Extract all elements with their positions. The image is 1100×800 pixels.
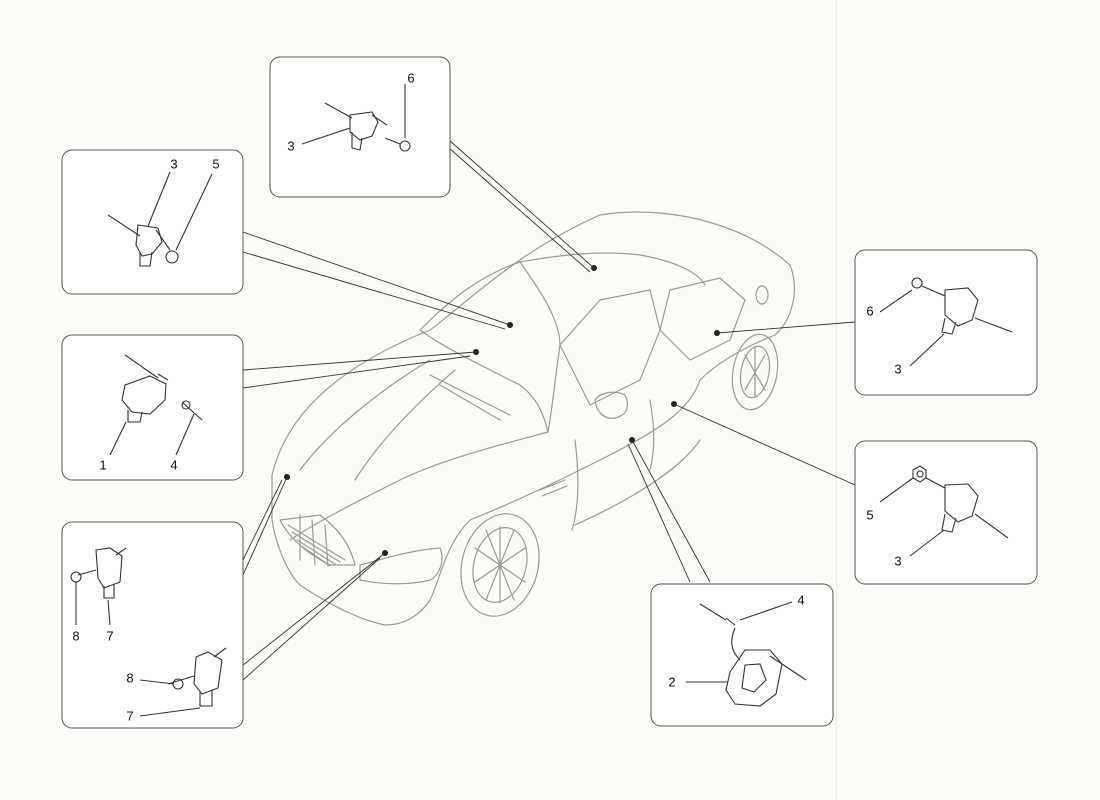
callout-right-lower-2: 2 — [668, 674, 676, 690]
detail-box-right-upper — [854, 249, 1038, 396]
detail-box-left-middle — [61, 334, 244, 481]
callout-left-middle-4: 4 — [170, 457, 178, 473]
callout-top-3: 3 — [287, 138, 295, 154]
detail-box-top-roof — [269, 56, 451, 198]
callout-top-6: 6 — [407, 70, 415, 86]
callout-left-middle-1: 1 — [99, 457, 107, 473]
leader-lines — [242, 139, 856, 681]
callout-left-upper-5: 5 — [212, 156, 220, 172]
callout-right-middle-3: 3 — [894, 553, 902, 569]
callout-right-middle-5: 5 — [866, 507, 874, 523]
callout-left-lower-7a: 7 — [106, 628, 114, 644]
callout-right-upper-6: 6 — [866, 303, 874, 319]
callout-right-upper-3: 3 — [894, 361, 902, 377]
detail-box-right-middle — [854, 440, 1038, 585]
background-divider — [836, 0, 837, 800]
callout-left-lower-8a: 8 — [72, 628, 80, 644]
callout-left-lower-8b: 8 — [126, 670, 134, 686]
detail-box-right-lower — [650, 583, 834, 727]
detail-box-left-upper — [61, 149, 244, 295]
car-illustration — [271, 211, 795, 626]
callout-left-upper-3: 3 — [170, 156, 178, 172]
callout-right-lower-4: 4 — [797, 592, 805, 608]
callout-left-lower-7b: 7 — [126, 708, 134, 724]
detail-box-left-lower — [61, 521, 244, 729]
